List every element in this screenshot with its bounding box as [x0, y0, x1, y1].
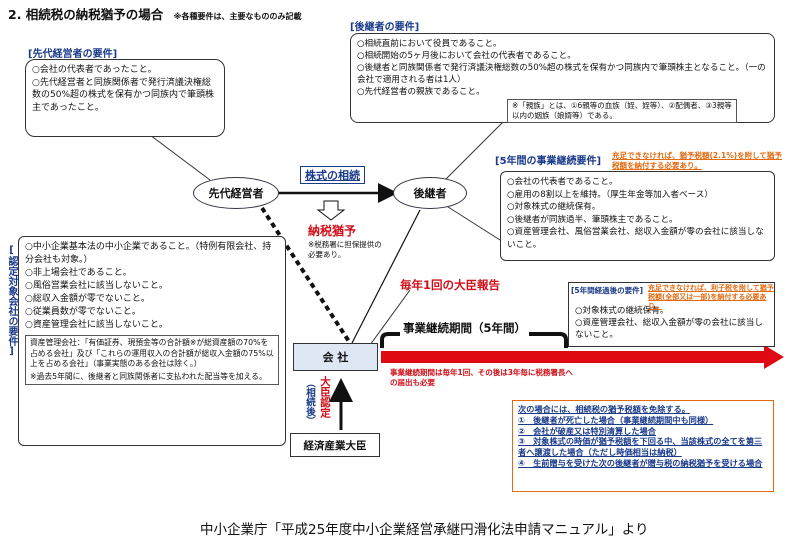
- asset-management-note-box: 資産管理会社：「有価証券、現預金等の合計額※が総資産額の70%を占める会社」及び…: [25, 335, 279, 385]
- after-five-heading: [5年間経過後の要件]: [571, 286, 644, 295]
- business-period-label: 事業継続期間（5年間）: [400, 320, 530, 336]
- five-year-item: ○後継者が同族過半、筆頭株主であること。: [507, 214, 678, 225]
- period-note: 事業継続期間は毎年1回、その後は3年毎に税務署長への届出も必要: [390, 368, 573, 387]
- five-year-item: ○雇用の8割以上を維持。（厚生年金等加入者ベース）: [507, 189, 713, 200]
- successor-item: ○相続直前において役員であること。: [357, 39, 502, 49]
- deferral-note: ※税務署に担保提供の必要あり。: [308, 240, 382, 259]
- after-five-years-box: ○対象株式の継続保有。 ○資産管理会社、総収入金額が零の会社に該当しないこと。: [568, 282, 775, 347]
- successor-item: ○相続開始の5ヶ月後において会社の代表者であること。: [357, 51, 576, 61]
- inheritance-label: 株式の相続: [300, 166, 365, 184]
- successor-connector: [444, 119, 506, 181]
- successor-item: ○先代経営者の親族であること。: [357, 87, 485, 97]
- title-text: 2. 相続税の納税猶予の場合: [8, 7, 164, 22]
- company-item: ○非上場会社であること。: [25, 268, 132, 278]
- five-year-item: ○対象株式の継続保有。: [507, 202, 601, 212]
- exemption-item: ④ 生前贈与を受けた次の後継者が贈与税の納税猶予を受ける場合: [518, 457, 763, 468]
- company-node: 会 社: [293, 343, 378, 371]
- asset-management-subnote: ※過去5年間に、後継者と同族関係者に支払われた配当等を加える。: [30, 371, 267, 381]
- five-year-requirements-box: ○会社の代表者であること。 ○雇用の8割以上を維持。（厚生年金等加入者ベース） …: [500, 171, 775, 261]
- kinship-note: ※「親族」とは、①6親等の血族（姪、姪等）、②配偶者、③3親等以内の姻族（娘婿等…: [507, 99, 737, 123]
- successor-heading: [後継者の要件]: [350, 22, 420, 33]
- company-item: ○資産管理会社に該当しないこと。: [25, 320, 168, 330]
- predecessor-heading: [先代経営者の要件]: [28, 49, 118, 60]
- report-connector: [369, 289, 411, 346]
- timeline-arrowhead: [764, 345, 784, 369]
- deferral-arrow: [316, 200, 346, 221]
- after-five-item: ○対象株式の継続保有。: [575, 306, 669, 316]
- exemption-box: 次の場合には、相続税の猶予税額を免除する。 ① 後継者が死亡した場合（事業継続期…: [512, 400, 774, 492]
- predecessor-node: 先代経営者: [193, 177, 279, 209]
- timeline-bar: [381, 351, 766, 363]
- page-title: 2. 相続税の納税猶予の場合 ※各種要件は、主要なもののみ記載: [8, 4, 301, 23]
- company-item: ○総収入金額が零でないこと。: [25, 294, 150, 304]
- five-year-item: ○資産管理会社、風俗営業会社、総収入金額が零の会社に該当しないこと。: [507, 227, 764, 250]
- company-item: ○中小企業基本法の中小企業であること。（特例有限会社、持分会社も対象。）: [25, 242, 272, 265]
- five-year-warning: 充足できなければ、猶予税額(2.1%)を附して猶予税額を納付する必要あり。: [612, 151, 782, 170]
- predecessor-item: ○先代経営者と同族関係者で発行済議決権総数の50%超の株式を保有かつ同族内で筆頭…: [32, 77, 215, 113]
- minister-approval-label: 大臣認定: [319, 376, 331, 418]
- predecessor-item: ○会社の代表者であったこと。: [32, 65, 157, 75]
- company-requirements-label: [認定対象会社の要件]: [6, 245, 17, 357]
- company-item: ○従業員数が零でないこと。: [25, 307, 141, 317]
- exemption-item: ② 会社が破産又は特別清算した場合: [518, 425, 656, 436]
- title-note: ※各種要件は、主要なもののみ記載: [173, 12, 302, 21]
- deferral-label: 納税猶予: [308, 224, 357, 238]
- predecessor-connector: [149, 134, 211, 181]
- source-caption: 中小企業庁「平成25年度中小企業経営承継円滑化法申請マニュアル」より: [200, 522, 649, 538]
- five-year-heading: [5年間の事業継続要件]: [495, 156, 602, 167]
- exemption-heading: 次の場合には、相続税の猶予税額を免除する。: [518, 404, 690, 414]
- successor-company-line: [351, 209, 421, 344]
- minister-approval-sub: （相続後）: [304, 378, 315, 426]
- company-requirements-box: ○中小企業基本法の中小企業であること。（特例有限会社、持分会社も対象。） ○非上…: [18, 236, 286, 446]
- predecessor-requirements-box: ○会社の代表者であったこと。 ○先代経営者と同族関係者で発行済議決権総数の50%…: [25, 59, 225, 137]
- after-five-item: ○資産管理会社、総収入金額が零の会社に該当しないこと。: [575, 318, 763, 340]
- successor-item: ○後継者と同族関係者で発行済議決権総数の50%超の株式を保有かつ同族内で筆頭株主…: [357, 63, 766, 85]
- minister-node: 経済産業大臣: [290, 433, 380, 457]
- annual-report-label: 毎年1回の大臣報告: [400, 278, 501, 292]
- after-five-warning: 充足できなければ、利子税を附して猶予税額(全部又は一部)を納付する必要あり。: [648, 284, 774, 310]
- asset-management-note: 資産管理会社：「有価証券、現預金等の合計額※が総資産額の70%を占める会社」及び…: [30, 338, 274, 368]
- successor-requirements-box: ○相続直前において役員であること。 ○相続開始の5ヶ月後において会社の代表者であ…: [350, 33, 775, 123]
- exemption-item: ① 後継者が死亡した場合（事業継続期間中も同様）: [518, 414, 714, 425]
- five-year-connector: [444, 204, 501, 241]
- exemption-item: ③ 対象株式の時価が猶予税額を下回る中、当該株式の全てを第三者へ譲渡した場合（た…: [518, 436, 763, 458]
- successor-node: 後継者: [393, 177, 467, 209]
- company-item: ○風俗営業会社に該当しないこと。: [25, 281, 168, 291]
- five-year-item: ○会社の代表者であること。: [507, 177, 618, 187]
